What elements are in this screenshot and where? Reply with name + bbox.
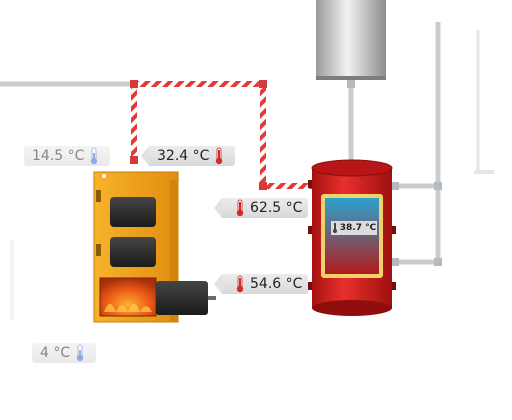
hot-pipe-joint xyxy=(130,80,138,88)
cold-pipe-joint xyxy=(434,258,442,266)
boiler-side-face xyxy=(170,180,178,322)
outdoor-temp-lower-readout: 4 °C xyxy=(32,343,97,363)
hot-pipe-joint xyxy=(259,80,267,88)
chimney-flue xyxy=(316,0,386,80)
thermometer-cold-icon xyxy=(76,344,84,362)
fire-flames xyxy=(104,304,152,312)
pipe-joints xyxy=(130,80,442,266)
tank-inlet-temp-value: 62.5 °C xyxy=(250,200,303,216)
cold-pipe-joint xyxy=(434,182,442,190)
chimney-body xyxy=(316,0,386,78)
boiler-middle-door[interactable] xyxy=(110,237,156,267)
boiler-vent xyxy=(102,174,106,178)
tank-outlet-temp-value: 54.6 °C xyxy=(250,276,303,292)
hot-pipe-tank-feed xyxy=(260,84,316,189)
boiler-upper-door[interactable] xyxy=(110,197,156,227)
thermometer-hot-icon xyxy=(236,275,244,293)
tank-outlet-temp-readout: 54.6 °C xyxy=(213,274,309,294)
chimney-rim xyxy=(316,76,386,80)
tank-bottom xyxy=(312,300,392,316)
tank-fitting xyxy=(392,226,396,234)
tank-inlet-temp-readout: 62.5 °C xyxy=(213,198,309,218)
outdoor-temp-upper-value: 14.5 °C xyxy=(32,148,85,164)
tank-water-level xyxy=(325,198,379,274)
tank-fitting xyxy=(308,180,312,188)
outdoor-temp-upper-readout: 14.5 °C xyxy=(24,146,111,166)
cold-pipe-right-riser xyxy=(395,22,441,265)
tank-internal-temp-display: 38.7 °C xyxy=(331,221,377,235)
thermometer-hot-icon xyxy=(216,147,223,165)
thermometer-cold-icon xyxy=(91,147,98,165)
outdoor-temp-lower-value: 4 °C xyxy=(40,345,71,361)
tank-fitting xyxy=(392,282,396,290)
hot-water-pipes xyxy=(131,81,316,189)
boiler-fuel-hopper[interactable] xyxy=(156,281,208,315)
hot-water-tank[interactable] xyxy=(308,159,396,316)
boiler-temp-value: 32.4 °C xyxy=(157,148,210,164)
cold-pipe-joint xyxy=(347,80,355,88)
solid-fuel-boiler[interactable] xyxy=(93,171,216,323)
tank-top-rim xyxy=(311,159,393,177)
boiler-hinge xyxy=(96,190,101,202)
tank-fitting xyxy=(308,282,312,290)
thermometer-small-icon xyxy=(332,223,337,233)
hot-pipe-joint xyxy=(259,182,267,190)
boiler-hinge xyxy=(96,244,101,256)
tank-fitting xyxy=(308,226,312,234)
boiler-hopper-handle xyxy=(208,296,216,300)
cold-pipe-joint xyxy=(391,182,399,190)
boiler-temp-readout: 32.4 °C xyxy=(140,146,236,166)
thermometer-hot-icon xyxy=(236,199,244,217)
hot-pipe-joint xyxy=(130,156,138,164)
cold-pipe-joint xyxy=(391,258,399,266)
tank-internal-temp-value: 38.7 °C xyxy=(339,223,377,233)
